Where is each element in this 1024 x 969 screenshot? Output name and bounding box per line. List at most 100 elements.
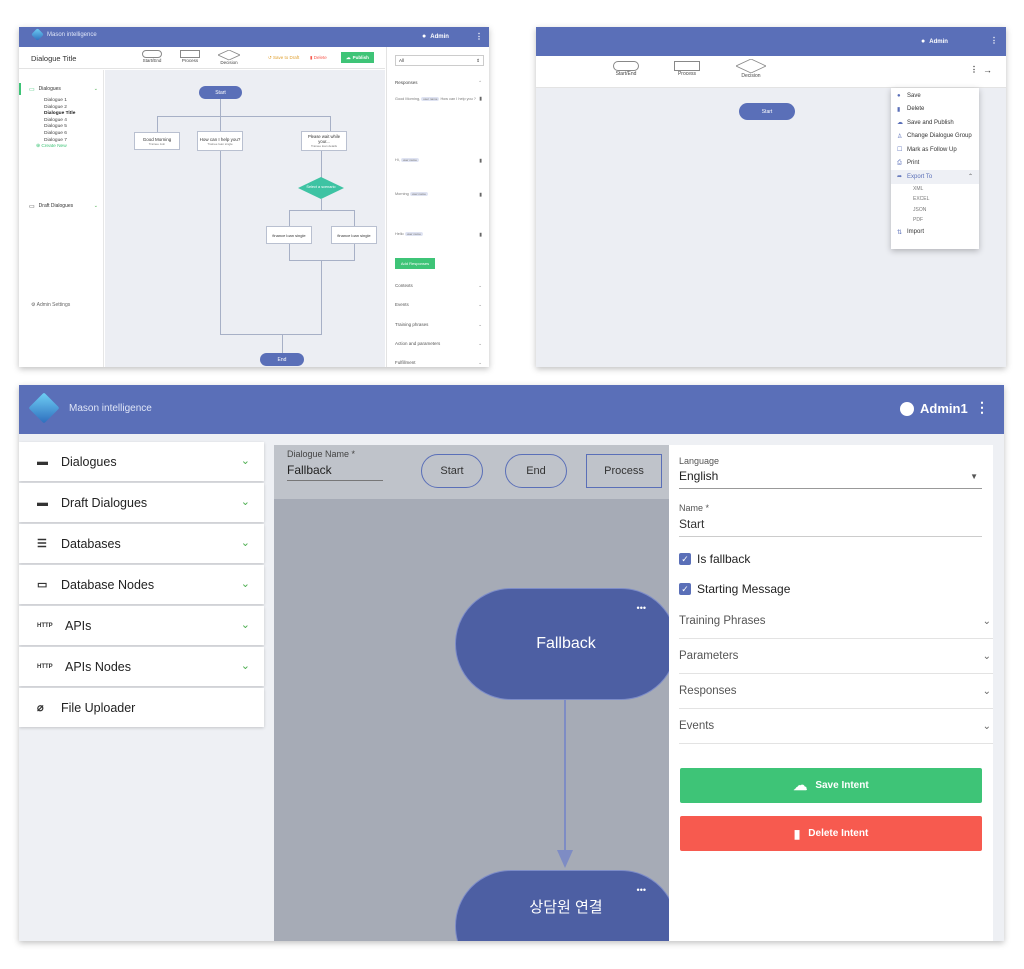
dialogue-name-input[interactable]: Fallback <box>287 463 383 481</box>
admin-settings-link[interactable]: ⚙ Admin Settings <box>31 302 71 308</box>
panel-section-fulfillment[interactable]: Fulfillment⌄ <box>395 360 482 365</box>
dialogue-item[interactable]: Dialogue 2 <box>44 104 67 110</box>
trash-icon[interactable]: ▮ <box>479 232 482 238</box>
panel-section-action[interactable]: Action and parameters⌄ <box>395 341 482 346</box>
menu-item-print[interactable]: ⎙Print <box>897 159 920 167</box>
tool-start-end[interactable]: Start/End <box>610 61 642 77</box>
dialogue-item[interactable]: Dialogue 1 <box>44 98 67 103</box>
export-xml[interactable]: XML <box>913 185 924 192</box>
menu-item-delete[interactable]: ▮Delete <box>897 106 925 113</box>
sidebar-item-dialogues[interactable]: ▭ Dialogues ⌄ <box>19 83 104 95</box>
more-dots-icon[interactable]: ••• <box>636 603 646 613</box>
save-intent-button[interactable]: ☁Save Intent <box>680 768 982 803</box>
trash-icon[interactable]: ▮ <box>479 96 482 102</box>
save-to-draft-button[interactable]: ↺ Save to Draft <box>268 55 300 60</box>
menu-item-export[interactable]: ➦Export To⌃ <box>891 170 979 184</box>
context-menu: ●Save ▮Delete ☁Save and Publish ♙Change … <box>891 88 979 249</box>
connector <box>354 244 355 260</box>
panel-section-contexts[interactable]: Contexts⌄ <box>395 283 482 288</box>
sidebar-item-dialogues[interactable]: ▬Dialogues⌄ <box>19 442 264 481</box>
export-excel[interactable]: EXCEL <box>913 196 930 202</box>
more-menu-icon[interactable]: ⋮ <box>975 399 989 415</box>
delete-intent-button[interactable]: ▮Delete Intent <box>680 816 982 851</box>
node-start[interactable]: Start <box>739 103 795 120</box>
sidebar-item-draft-dialogues[interactable]: ▬Draft Dialogues⌄ <box>19 483 264 522</box>
node-finance-b[interactable]: finance loan single <box>331 226 377 244</box>
node-help[interactable]: How can I help you? Trainee loan single <box>197 131 243 151</box>
more-options-icon[interactable]: ⋮ <box>970 65 978 74</box>
admin-account[interactable]: ● Admin <box>422 33 449 40</box>
tool-end-button[interactable]: End <box>505 454 567 488</box>
trash-icon[interactable]: ▮ <box>479 192 482 198</box>
trash-icon[interactable]: ▮ <box>479 158 482 164</box>
add-responses-button[interactable]: Add Responses <box>395 258 435 269</box>
panel-section-training[interactable]: Training phrases⌄ <box>395 322 482 327</box>
arrow-right-icon[interactable]: → <box>983 65 992 75</box>
sidebar-item-file-uploader[interactable]: ⌀File Uploader <box>19 688 264 727</box>
chevron-down-icon: ⌄ <box>93 203 98 209</box>
is-fallback-checkbox[interactable]: ✓Is fallback <box>679 552 750 566</box>
section-responses[interactable]: Responses⌄ <box>679 674 993 709</box>
menu-item-save-publish[interactable]: ☁Save and Publish <box>897 119 954 127</box>
menu-item-import[interactable]: ⇅Import <box>897 229 925 236</box>
export-json[interactable]: JSON <box>913 206 927 213</box>
connector <box>289 260 355 261</box>
tool-process-button[interactable]: Process <box>586 454 662 488</box>
admin-account[interactable]: Admin1 <box>900 401 968 416</box>
dialogue-item-active[interactable]: Dialogue Title <box>44 111 76 117</box>
section-events[interactable]: Events⌄ <box>679 709 993 744</box>
cloud-icon: ☁ <box>346 54 351 60</box>
starting-message-checkbox[interactable]: ✓Starting Message <box>679 582 790 596</box>
node-finance-a[interactable]: finance loan single <box>266 226 312 244</box>
dialogue-item[interactable]: Dialogue 5 <box>44 124 67 130</box>
export-pdf[interactable]: PDF <box>913 217 923 223</box>
tool-decision[interactable]: Decision <box>734 59 768 79</box>
admin-name: Admin1 <box>920 401 968 416</box>
chevron-down-icon: ⌄ <box>240 619 250 631</box>
responses-header[interactable]: Responses ⌃ <box>395 80 482 85</box>
language-select[interactable]: English ▼ <box>679 469 982 489</box>
flow-canvas[interactable]: Dialogue Name * Fallback Start End Proce… <box>274 445 677 941</box>
connector <box>321 151 322 178</box>
panel-section-events[interactable]: Events⌄ <box>395 302 482 307</box>
logo-icon <box>31 28 44 41</box>
tool-decision[interactable]: Decision <box>216 50 242 65</box>
node-end[interactable]: End <box>260 353 304 366</box>
tool-start-button[interactable]: Start <box>421 454 483 488</box>
node-please-wait[interactable]: Please wait while your... Trainee loan d… <box>301 131 347 151</box>
node-good-morning[interactable]: Good Morning Trainee Join <box>134 132 180 150</box>
node-decision[interactable] <box>298 177 344 199</box>
filter-select[interactable]: All ⇕ <box>395 55 484 66</box>
dialogue-item[interactable]: Dialogue 4 <box>44 117 67 123</box>
more-menu-icon[interactable]: ⋮ <box>990 36 998 45</box>
publish-button[interactable]: ☁Publish <box>341 52 374 63</box>
flow-canvas[interactable]: Start Good Morning Trainee Join How can … <box>105 70 385 367</box>
admin-account[interactable]: ● Admin <box>921 38 948 45</box>
dialogue-item[interactable]: Dialogue 7 <box>44 137 67 143</box>
create-new-link[interactable]: ⊕ Create New <box>36 144 67 150</box>
name-input[interactable]: Start <box>679 517 982 537</box>
sidebar-item-draft[interactable]: ▭ Draft Dialogues ⌄ <box>29 203 98 210</box>
dialogue-item[interactable]: Dialogue 6 <box>44 130 67 136</box>
section-training-phrases[interactable]: Training Phrases⌄ <box>679 604 993 639</box>
more-menu-icon[interactable]: ⋮ <box>475 32 483 41</box>
menu-item-change-group[interactable]: ♙Change Dialogue Group <box>897 133 972 140</box>
tool-process[interactable]: Process <box>178 50 202 63</box>
menu-item-save[interactable]: ●Save <box>897 92 921 99</box>
menu-item-follow-up[interactable]: ☐Mark as Follow Up <box>897 146 957 154</box>
admin-icon: ● <box>422 33 427 40</box>
sidebar-dialogue-list: Dialogue 1 Dialogue 2 Dialogue Title Dia… <box>36 98 76 151</box>
paperclip-icon: ⌀ <box>37 702 44 714</box>
node-connect-agent[interactable]: 상담원 연결 ••• <box>455 870 677 941</box>
tool-start-end[interactable]: Start/End <box>139 50 165 63</box>
sidebar-item-database-nodes[interactable]: ▭Database Nodes⌄ <box>19 565 264 604</box>
tool-process[interactable]: Process <box>672 61 702 77</box>
node-fallback[interactable]: Fallback ••• <box>455 588 677 700</box>
delete-button[interactable]: ▮ Delete <box>310 55 327 60</box>
section-parameters[interactable]: Parameters⌄ <box>679 639 993 674</box>
node-start[interactable]: Start <box>199 86 242 99</box>
sidebar-item-databases[interactable]: ☰Databases⌄ <box>19 524 264 563</box>
more-dots-icon[interactable]: ••• <box>636 885 646 895</box>
